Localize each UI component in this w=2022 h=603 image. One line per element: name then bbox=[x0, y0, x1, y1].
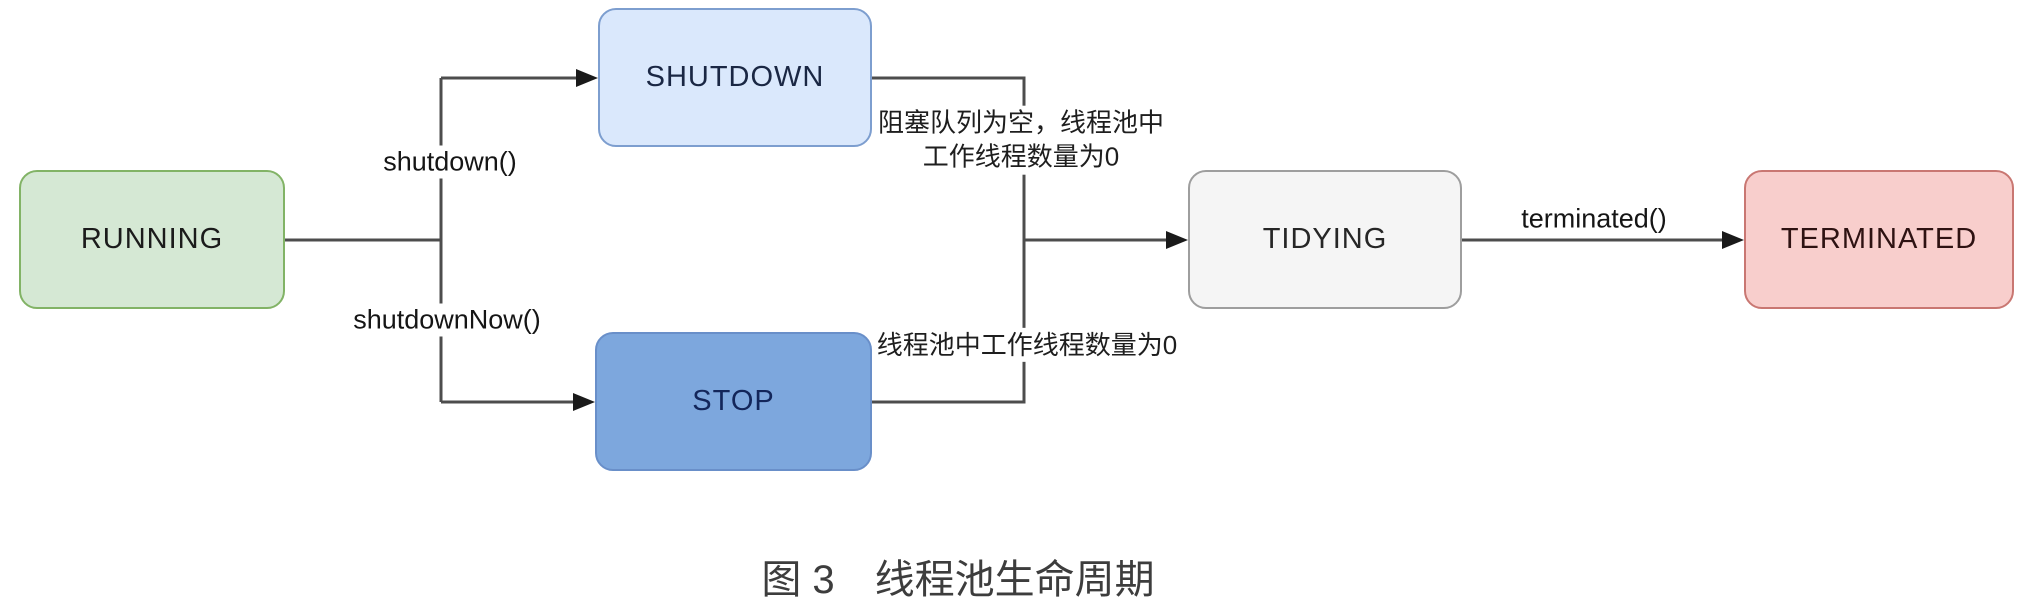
state-node-terminated-label: TERMINATED bbox=[1780, 223, 1978, 255]
edge-label-shutdown-call: shutdown() bbox=[378, 145, 522, 179]
state-node-terminated: TERMINATED bbox=[1744, 170, 2014, 309]
arrowhead-into-tidying-icon bbox=[1166, 231, 1188, 249]
state-node-stop: STOP bbox=[595, 332, 872, 471]
state-node-shutdown: SHUTDOWN bbox=[598, 8, 872, 147]
state-node-running: RUNNING bbox=[19, 170, 285, 309]
arrowhead-into-terminated-icon bbox=[1722, 231, 1744, 249]
state-node-shutdown-label: SHUTDOWN bbox=[645, 61, 825, 93]
arrowhead-into-shutdown-icon bbox=[576, 69, 598, 87]
state-node-running-label: RUNNING bbox=[80, 223, 224, 255]
annotation-stop-to-tidying-condition: 线程池中工作线程数量为0 bbox=[876, 327, 1178, 363]
state-node-tidying-label: TIDYING bbox=[1262, 223, 1388, 255]
edge-label-shutdownnow-call: shutdownNow() bbox=[348, 303, 546, 337]
annotation-shutdown-to-tidying-condition: 阻塞队列为空，线程池中 工作线程数量为0 bbox=[877, 105, 1165, 175]
state-node-stop-label: STOP bbox=[692, 385, 775, 417]
state-node-tidying: TIDYING bbox=[1188, 170, 1462, 309]
figure-caption: 图 3 线程池生命周期 bbox=[761, 558, 1155, 602]
arrowhead-into-stop-icon bbox=[573, 393, 595, 411]
edge-paths bbox=[285, 76, 1722, 404]
arrowheads bbox=[573, 69, 1744, 411]
edge-label-terminated-call: terminated() bbox=[1516, 202, 1672, 236]
